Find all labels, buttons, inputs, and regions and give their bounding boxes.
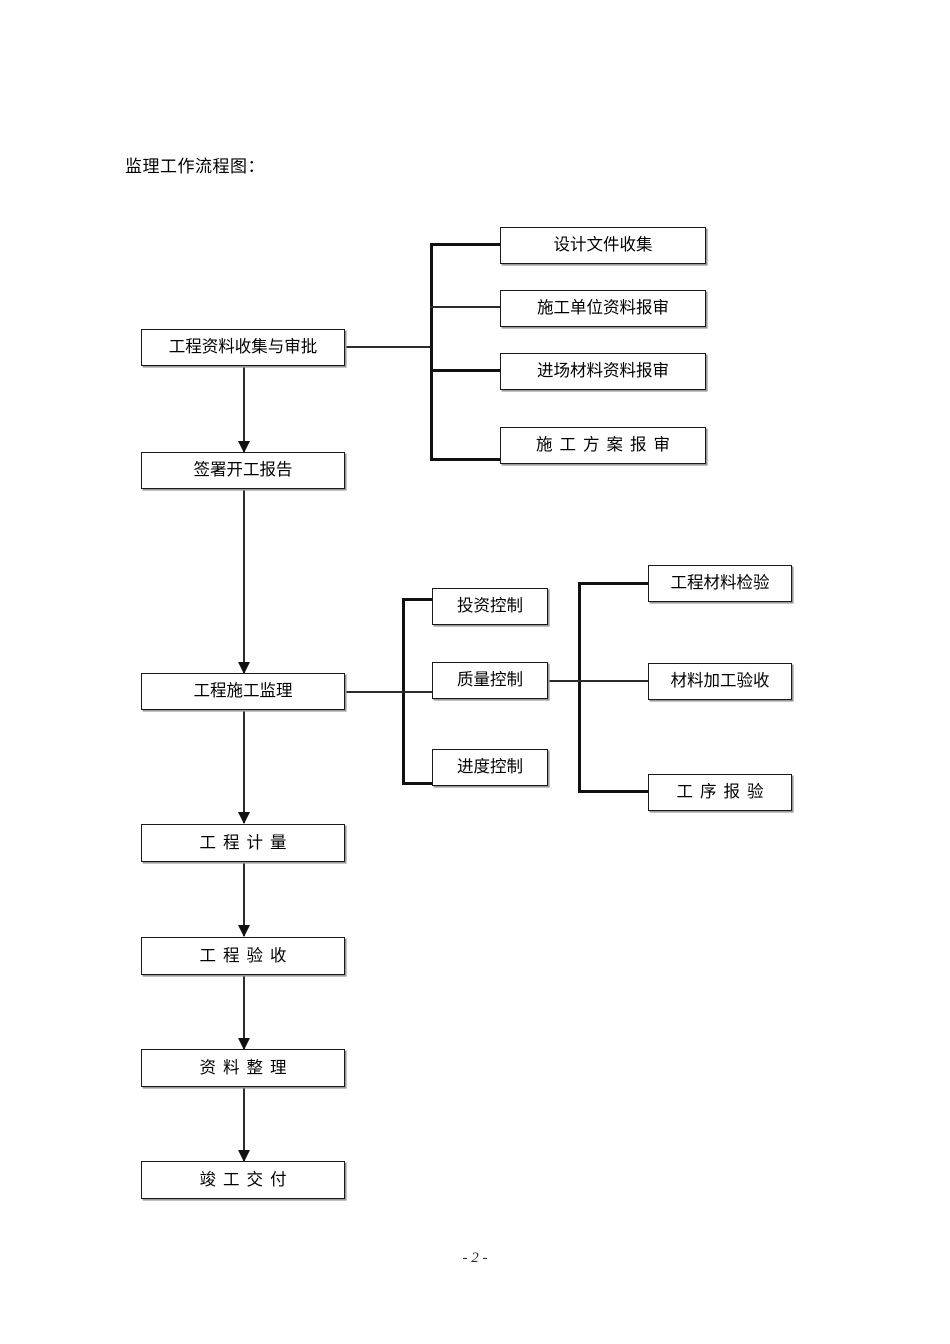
page-number: - 2 - <box>462 1250 488 1266</box>
connector-control-3 <box>402 782 434 785</box>
node-engineering-acceptance[interactable]: 工程验收 <box>141 937 345 975</box>
connector-inspection-2 <box>578 680 650 682</box>
arrow-n6-to-n7 <box>243 1087 245 1161</box>
node-process-inspection-report[interactable]: 工序报验 <box>648 774 792 811</box>
node-design-document-collection[interactable]: 设计文件收集 <box>500 227 706 264</box>
connector-parent-to-control-spine <box>345 691 405 693</box>
node-construction-plan-review[interactable]: 施工方案报审 <box>500 427 706 464</box>
connector-doc-4 <box>430 458 502 461</box>
connector-quality-to-inspection-spine <box>548 680 583 682</box>
node-material-processing-acceptance[interactable]: 材料加工验收 <box>648 663 792 700</box>
node-construction-supervision[interactable]: 工程施工监理 <box>141 673 345 710</box>
connector-inspection-3 <box>578 790 650 793</box>
connector-doc-3 <box>430 369 502 372</box>
node-completion-handover[interactable]: 竣工交付 <box>141 1161 345 1199</box>
arrow-n3-to-n4 <box>243 710 245 823</box>
node-sign-commencement-report[interactable]: 签署开工报告 <box>141 452 345 489</box>
node-investment-control[interactable]: 投资控制 <box>432 588 548 625</box>
connector-control-1 <box>402 598 434 601</box>
node-incoming-material-document-review[interactable]: 进场材料资料报审 <box>500 353 706 390</box>
node-engineering-measurement[interactable]: 工程计量 <box>141 824 345 862</box>
arrow-n5-to-n6 <box>243 975 245 1049</box>
node-schedule-control[interactable]: 进度控制 <box>432 749 548 786</box>
connector-control-2 <box>402 691 434 693</box>
node-quality-control[interactable]: 质量控制 <box>432 662 548 699</box>
arrow-n4-to-n5 <box>243 862 245 936</box>
node-contractor-document-review[interactable]: 施工单位资料报审 <box>500 290 706 327</box>
connector-inspection-spine <box>578 582 581 792</box>
connector-inspection-1 <box>578 582 650 585</box>
node-project-document-collection-approval[interactable]: 工程资料收集与审批 <box>141 329 345 366</box>
arrow-n2-to-n3 <box>243 489 245 673</box>
connector-doc-spine <box>430 243 433 460</box>
connector-parent-to-doc-spine <box>345 346 432 348</box>
arrow-n1-to-n2 <box>243 366 245 452</box>
node-engineering-material-inspection[interactable]: 工程材料检验 <box>648 565 792 602</box>
connector-doc-2 <box>430 306 502 308</box>
page-title: 监理工作流程图： <box>125 157 265 176</box>
connector-doc-1 <box>430 243 502 246</box>
node-document-compilation[interactable]: 资料整理 <box>141 1049 345 1087</box>
